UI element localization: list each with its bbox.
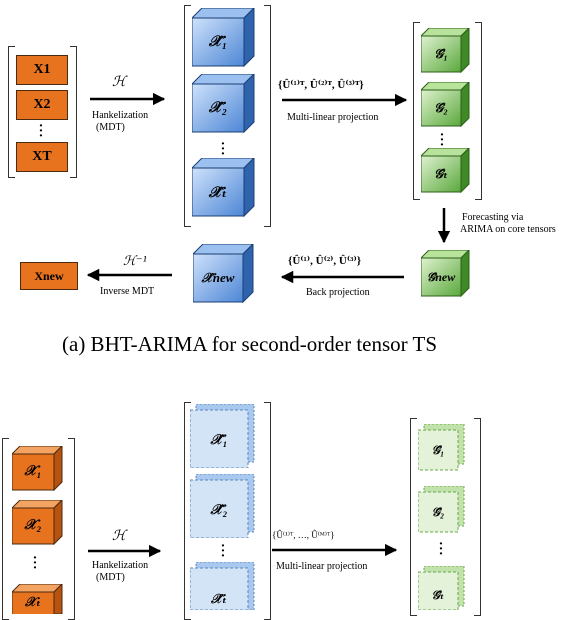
- cube-x1: [192, 8, 255, 68]
- input-cube-t: [12, 584, 63, 614]
- core-g1: [421, 28, 470, 74]
- bracket-right: [70, 46, 77, 178]
- grid-tensor-1-label: 𝒳̂₁: [210, 433, 228, 448]
- hankel-arrow: [88, 544, 162, 558]
- input-cube-1-label: 𝒳₁: [24, 464, 42, 479]
- core-gt: [421, 148, 470, 194]
- back-projection-label: Back projection: [306, 287, 370, 298]
- hankel-arrow: [90, 92, 166, 106]
- bracket-left: [184, 5, 191, 227]
- input-cube-2: [12, 500, 63, 546]
- projection-label: Multi-linear projection: [276, 561, 368, 572]
- bracket-left: [413, 22, 420, 200]
- grid-core-2: [418, 486, 465, 533]
- bracket-left: [410, 418, 417, 616]
- cube-xt: [192, 158, 255, 218]
- grid-core-1-label: 𝒢̂₁: [431, 442, 445, 457]
- core-gt-label: 𝒢̂ₜ: [433, 166, 449, 181]
- bracket-left: [8, 46, 15, 178]
- hankel-label: Hankelization: [92, 560, 149, 571]
- projection-arrow: [272, 543, 398, 557]
- input-cube-1: [12, 446, 63, 492]
- inverse-arrow: [86, 268, 172, 282]
- core-g-new-label: 𝒢̂new: [426, 269, 456, 284]
- forecast-label-1: Forecasting via: [462, 212, 524, 223]
- ellipsis: ···: [220, 137, 226, 162]
- ellipsis: ···: [220, 539, 226, 564]
- cube-x-new: [193, 244, 254, 304]
- back-projection-formula: {Û⁽¹⁾, Û⁽²⁾, Û⁽³⁾}: [288, 255, 362, 267]
- input-cube-t-label: 𝒳ₜ: [25, 594, 41, 609]
- back-projection-arrow: [280, 270, 404, 284]
- grid-tensor-2-label: 𝒳̂₂: [210, 503, 228, 518]
- ellipsis: ···: [439, 128, 445, 153]
- inverse-symbol: ℋ⁻¹: [123, 253, 147, 268]
- core-g-new: [421, 250, 470, 298]
- bracket-right: [475, 22, 482, 200]
- tensor-x2-label: 𝒳̂₂: [208, 100, 228, 116]
- input-cube-2-label: 𝒳₂: [24, 518, 42, 533]
- projection-formula: {Û⁽¹⁾ᵀ, …, Û⁽ᴹ⁾ᵀ}: [272, 530, 335, 540]
- caption-a: (a) BHT-ARIMA for second-order tensor TS: [62, 332, 438, 356]
- grid-tensor-t-label: 𝒳̂ₜ: [211, 591, 227, 606]
- input-x2: X2: [16, 90, 68, 120]
- output-x-new: Xnew: [20, 262, 78, 290]
- projection-formula: {Û⁽¹⁾ᵀ, Û⁽²⁾ᵀ, Û⁽³⁾ᵀ}: [278, 79, 364, 91]
- grid-core-2-label: 𝒢̂₂: [431, 504, 445, 519]
- tensor-xt-label: 𝒳̂ₜ: [208, 184, 228, 201]
- grid-tensor-2: [190, 474, 255, 538]
- core-g2: [421, 82, 470, 128]
- grid-core-t: [418, 566, 465, 610]
- cube-x2: [192, 74, 255, 134]
- input-x1: X1: [16, 55, 68, 85]
- bracket-left: [2, 438, 9, 620]
- tensor-x-new-label: 𝒳̂new: [201, 270, 235, 285]
- hankel-sub: (MDT): [96, 122, 125, 133]
- bracket-right: [264, 402, 271, 620]
- hankel-sub: (MDT): [96, 572, 125, 583]
- ellipsis: ···: [32, 551, 38, 576]
- grid-tensor-t: [190, 562, 255, 610]
- hankel-symbol: ℋ: [112, 75, 126, 90]
- core-g1-label: 𝒢̂₁: [434, 46, 448, 61]
- projection-arrow: [282, 93, 408, 107]
- bracket-right: [264, 5, 271, 227]
- ellipsis: ···: [438, 537, 444, 562]
- hankel-symbol: ℋ: [112, 529, 126, 544]
- tensor-x1-label: 𝒳̂₁: [208, 34, 228, 50]
- forecast-label-2: ARIMA on core tensors: [460, 224, 556, 235]
- hankel-label: Hankelization: [92, 110, 149, 121]
- bracket-right: [474, 418, 481, 616]
- ellipsis: ···: [38, 119, 44, 144]
- core-g2-label: 𝒢̂₂: [434, 100, 448, 115]
- input-xt: XT: [16, 142, 68, 172]
- bracket-right: [68, 438, 75, 620]
- projection-label: Multi-linear projection: [287, 112, 379, 123]
- grid-core-1: [418, 424, 465, 471]
- forecast-arrow: [437, 208, 451, 244]
- inverse-label: Inverse MDT: [100, 286, 155, 297]
- grid-core-t-label: 𝒢̂ₜ: [431, 587, 445, 602]
- grid-tensor-1: [190, 404, 255, 468]
